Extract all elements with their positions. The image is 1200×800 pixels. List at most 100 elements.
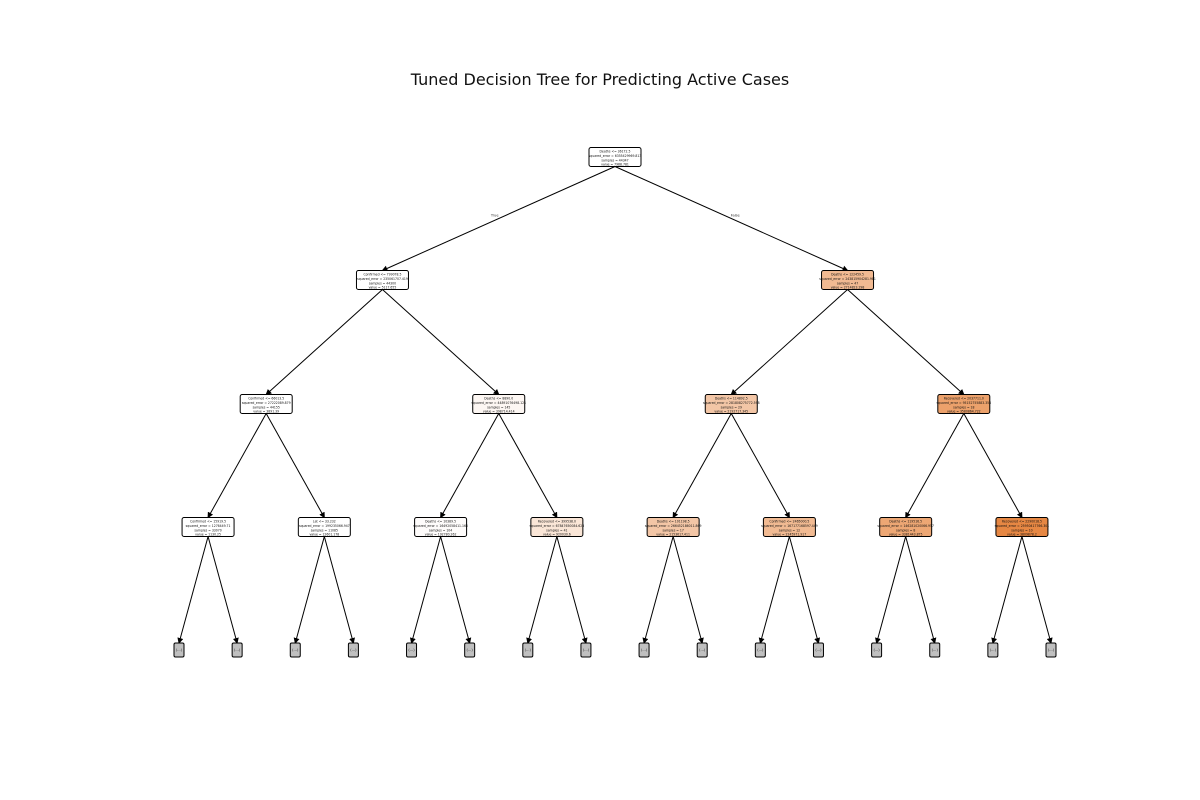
tree-node-text: squared_error = 44891076498.121 [471, 401, 526, 405]
tree-node-text: squared_error = 235061707.419 [357, 277, 408, 281]
tree-edge [265, 289, 383, 396]
tree-node-box [937, 394, 991, 414]
truncated-leaf-label: (...) [932, 648, 939, 652]
truncated-leaf: (...) [1045, 642, 1057, 658]
tree-node-text: Recovered <= 2037711.0 [944, 397, 984, 401]
truncated-leaf-label: (...) [292, 648, 299, 652]
tree-node-text: value = 192780.262 [425, 533, 457, 537]
tree-node-text: value = 7988.781 [601, 163, 629, 167]
truncated-leaf: (...) [173, 642, 185, 658]
tree-node-text: samples = 44347 [601, 158, 628, 162]
tree-node-box [239, 394, 293, 414]
tree-edge [293, 536, 325, 644]
tree-node-box [530, 517, 584, 537]
tree-node-text: samples = 18 [953, 405, 974, 409]
tree-node-text: Deaths <= 36172.5 [600, 150, 631, 154]
truncated-leaf-label: (...) [699, 648, 706, 652]
tree-edge [991, 536, 1023, 644]
tree-node-text: samples = 47 [837, 281, 858, 285]
tree-node-text: Confirmed <= 799078.5 [363, 273, 401, 277]
truncated-leaf-box [638, 642, 650, 658]
tree-edge [440, 536, 472, 644]
truncated-leaf-box [347, 642, 359, 658]
tree-node-text: squared_error = 199235066.947 [299, 524, 350, 528]
tree-node-text: squared_error = 95152755883.358 [936, 401, 991, 405]
tree-edge [265, 413, 325, 519]
tree-edge [730, 289, 848, 396]
tree-node-text: Deaths <= 8890.0 [484, 397, 513, 401]
tree-node-text: Recovered <= 399538.0 [538, 520, 576, 524]
tree-node-text: value = 2245971.917 [773, 533, 807, 537]
truncated-leaf-box [929, 642, 941, 658]
tree-node-text: Deaths <= 101198.5 [657, 520, 690, 524]
truncated-leaf-label: (...) [815, 648, 822, 652]
tree-node-text: value = 1130.25 [195, 533, 221, 537]
truncated-leaf-box [696, 642, 708, 658]
truncated-leaf: (...) [987, 642, 999, 658]
truncated-leaf-box [580, 642, 592, 658]
truncated-leaf-label: (...) [641, 648, 648, 652]
tree-node-text: Recovered <= 2290018.5 [1002, 520, 1042, 524]
tree-node-text: samples = 41 [546, 528, 567, 532]
tree-edge [556, 536, 588, 644]
tree-node-text: squared_error = 1276449.71 [186, 524, 231, 528]
tree-edge [1021, 536, 1053, 644]
truncated-leaf: (...) [347, 642, 359, 658]
tree-edge [526, 536, 558, 644]
tree-node-text: samples = 10 [1011, 528, 1032, 532]
tree-node-box [297, 517, 351, 537]
tree-edge [730, 413, 790, 519]
truncated-leaf-box [289, 642, 301, 658]
tree-node-text: samples = 33070 [194, 528, 221, 532]
tree-node-text: Confirmed <= 66013.5 [248, 397, 284, 401]
tree-edge [905, 413, 965, 519]
truncated-leaf: (...) [929, 642, 941, 658]
truncated-leaf: (...) [754, 642, 766, 658]
tree-node-text: Lat <= 33.232 [313, 520, 336, 524]
tree-node-box [181, 517, 235, 537]
tree-node-text: value = 2192717.345 [714, 410, 748, 414]
tree-node-box [414, 517, 468, 537]
tree-node-text: squared_error = 67847650084.623 [530, 524, 585, 528]
tree-edge [963, 413, 1023, 519]
truncated-leaf-box [522, 642, 534, 658]
tree-node-text: samples = 44300 [369, 281, 396, 285]
tree-edge [758, 536, 790, 644]
tree-node-text: value = 2714823.298 [831, 286, 865, 290]
tree-node-text: value = 3580864.722 [947, 410, 981, 414]
tree-node-text: Deaths <= 114892.5 [715, 397, 748, 401]
truncated-leaf-box [1045, 642, 1057, 658]
tree-node-text: samples = 104 [429, 528, 452, 532]
truncated-leaf-label: (...) [234, 648, 241, 652]
tree-node-text: samples = 29 [721, 405, 742, 409]
tree-node-text: squared_error = 146281020066.957 [877, 524, 934, 528]
tree-node-text: samples = 145 [487, 405, 510, 409]
tree-edge [177, 536, 209, 644]
tree-node-text: value = 2153617.411 [656, 533, 690, 537]
tree-node-text: samples = 12 [779, 528, 800, 532]
truncated-leaf-box [754, 642, 766, 658]
tree-edge [323, 536, 355, 644]
tree-node-text: value = 3891.39 [253, 410, 279, 414]
tree-edge [672, 536, 704, 644]
tree-node-box [646, 517, 700, 537]
tree-node-text: value = 5117.655 [369, 286, 397, 290]
truncated-leaf-label: (...) [873, 648, 880, 652]
tree-edge [498, 413, 558, 519]
truncated-leaf: (...) [871, 642, 883, 658]
tree-node-text: value = 3381443.875 [889, 533, 923, 537]
truncated-leaf-label: (...) [1048, 648, 1055, 652]
tree-node-text: squared_error = 243815904281.981 [819, 277, 876, 281]
tree-edge [847, 289, 965, 396]
